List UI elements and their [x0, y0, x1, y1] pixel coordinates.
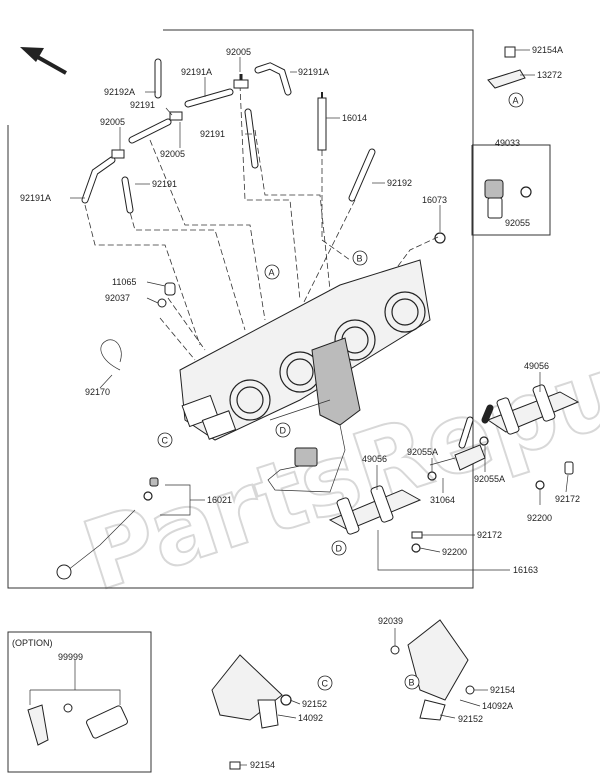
ref-circle-C: C [157, 432, 173, 448]
direction-arrow-icon [20, 47, 67, 75]
ref-circle-D: D [275, 422, 291, 438]
t-joint-mid [169, 111, 183, 121]
part-label-92039: 92039 [378, 616, 403, 626]
leader-lines [70, 49, 569, 766]
part-label-92005: 92005 [226, 47, 251, 57]
part-label-92192: 92192 [387, 178, 412, 188]
part-label-13272: 13272 [537, 70, 562, 80]
throttle-body-assembly [179, 259, 431, 441]
option-parts [27, 660, 128, 746]
svg-text:C: C [322, 679, 329, 689]
bracket-14092A [390, 619, 475, 721]
part-label-49056: 49056 [524, 361, 549, 371]
ref-circle-A: A [264, 264, 280, 280]
part-label-92154: 92154 [490, 685, 515, 695]
part-label-92191A: 92191A [20, 193, 51, 203]
t-joint-top [233, 79, 249, 89]
part-label-99999: 99999 [58, 652, 83, 662]
part-label-92037: 92037 [105, 293, 130, 303]
part-label-16014: 16014 [342, 113, 367, 123]
option-box [7, 631, 152, 773]
fuel-rail-49056-left [328, 485, 422, 535]
part-labels: 92005 92191A 92192A 92191A 92191 92005 9… [20, 45, 580, 770]
ref-circle-A-top: A [508, 92, 524, 108]
part-label-49056: 49056 [362, 454, 387, 464]
part-label-92055: 92055 [505, 218, 530, 228]
fuel-rail-49056-right [458, 384, 580, 449]
part-label-16163: 16163 [513, 565, 538, 575]
ref-circle-C-lower: C [317, 675, 333, 691]
assembly-lines [84, 84, 439, 361]
part-label-92005: 92005 [100, 117, 125, 127]
ref-circle-D-lower: D [331, 540, 347, 556]
part-label-92192A: 92192A [104, 87, 135, 97]
svg-text:B: B [357, 254, 363, 264]
svg-text:C: C [162, 436, 169, 446]
t-joint-left [111, 149, 125, 159]
ref-circle-B-lower: B [404, 674, 420, 690]
ref-circle-B: B [352, 250, 368, 266]
clamp-92170 [100, 339, 122, 371]
sensor-harness [267, 424, 346, 493]
part-label-92200: 92200 [442, 547, 467, 557]
part-label-49033: 49033 [495, 138, 520, 148]
svg-text:D: D [336, 544, 343, 554]
part-label-92055A: 92055A [474, 474, 505, 484]
part-label-14092: 14092 [298, 713, 323, 723]
svg-text:D: D [280, 426, 287, 436]
part-label-92055A: 92055A [407, 447, 438, 457]
bracket-13272 [487, 46, 526, 89]
part-label-92172: 92172 [477, 530, 502, 540]
part-label-11065: 11065 [112, 277, 136, 287]
part-label-92154: 92154 [250, 760, 275, 770]
main-frame [7, 29, 474, 589]
option-title: (OPTION) [12, 638, 53, 648]
part-label-92170: 92170 [85, 387, 110, 397]
svg-text:A: A [269, 268, 275, 278]
part-label-92154A: 92154A [532, 45, 563, 55]
part-label-92152: 92152 [458, 714, 483, 724]
hose-joints [111, 74, 327, 159]
svg-text:B: B [409, 678, 415, 688]
part-label-92172: 92172 [555, 494, 580, 504]
vacuum-hoses [81, 58, 376, 214]
fuel-line-16021 [56, 477, 159, 580]
part-label-92005: 92005 [160, 149, 185, 159]
part-label-14092A: 14092A [482, 701, 513, 711]
svg-text:A: A [513, 96, 519, 106]
part-label-16021: 16021 [207, 495, 232, 505]
part-label-92191: 92191 [152, 179, 177, 189]
part-label-92191A: 92191A [181, 67, 212, 77]
part-label-92191: 92191 [200, 129, 225, 139]
part-label-92200: 92200 [527, 513, 552, 523]
part-label-16073: 16073 [422, 195, 447, 205]
pressure-sensor-16014 [317, 97, 327, 151]
part-label-31064: 31064 [430, 495, 455, 505]
bracket-14092 [211, 654, 292, 770]
part-label-92152: 92152 [302, 699, 327, 709]
sensor-kit-49033 [471, 144, 551, 236]
part-label-92191A: 92191A [298, 67, 329, 77]
part-label-92191: 92191 [130, 100, 155, 110]
